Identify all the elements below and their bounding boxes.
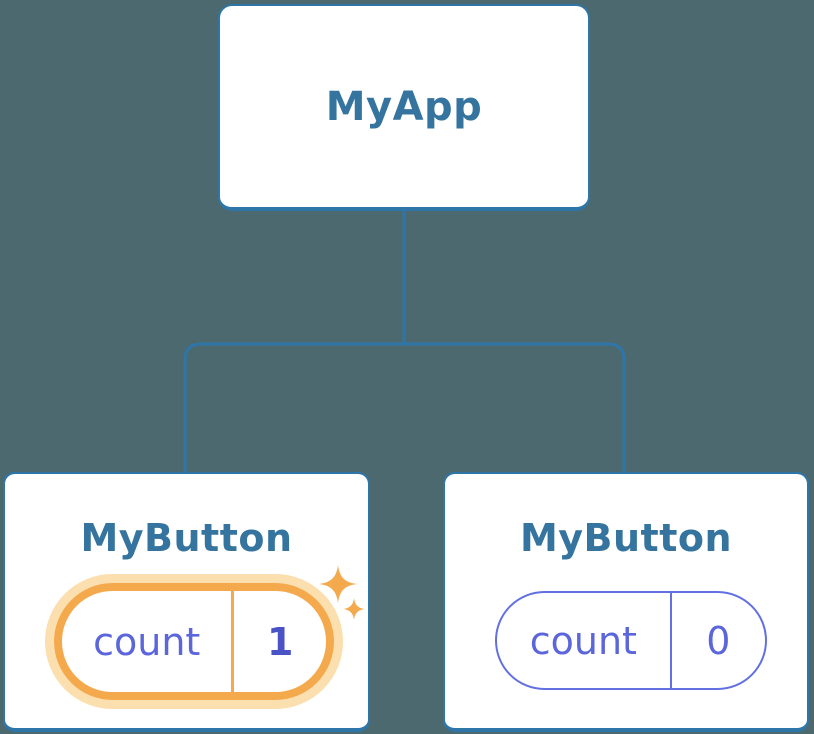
component-node-mybutton-right: MyButton count 0 [443, 472, 809, 732]
state-value: 0 [706, 618, 731, 663]
node-title: MyButton [80, 516, 293, 560]
node-title: MyApp [325, 83, 483, 130]
sparkle-icon [319, 565, 357, 603]
component-node-myapp: MyApp [218, 4, 590, 211]
state-pill-plain: count 0 [495, 591, 767, 690]
state-pill-body: count 1 [54, 583, 334, 700]
state-pill-highlighted: count 1 [45, 574, 343, 709]
node-title: MyButton [519, 516, 733, 560]
component-node-mybutton-left: MyButton count 1 [3, 472, 370, 732]
connector-branch-fork [183, 342, 626, 473]
sparkle-icon [343, 598, 365, 620]
state-key-label: count [497, 593, 672, 688]
state-value: 1 [266, 619, 294, 664]
state-key-label: count [62, 591, 235, 692]
